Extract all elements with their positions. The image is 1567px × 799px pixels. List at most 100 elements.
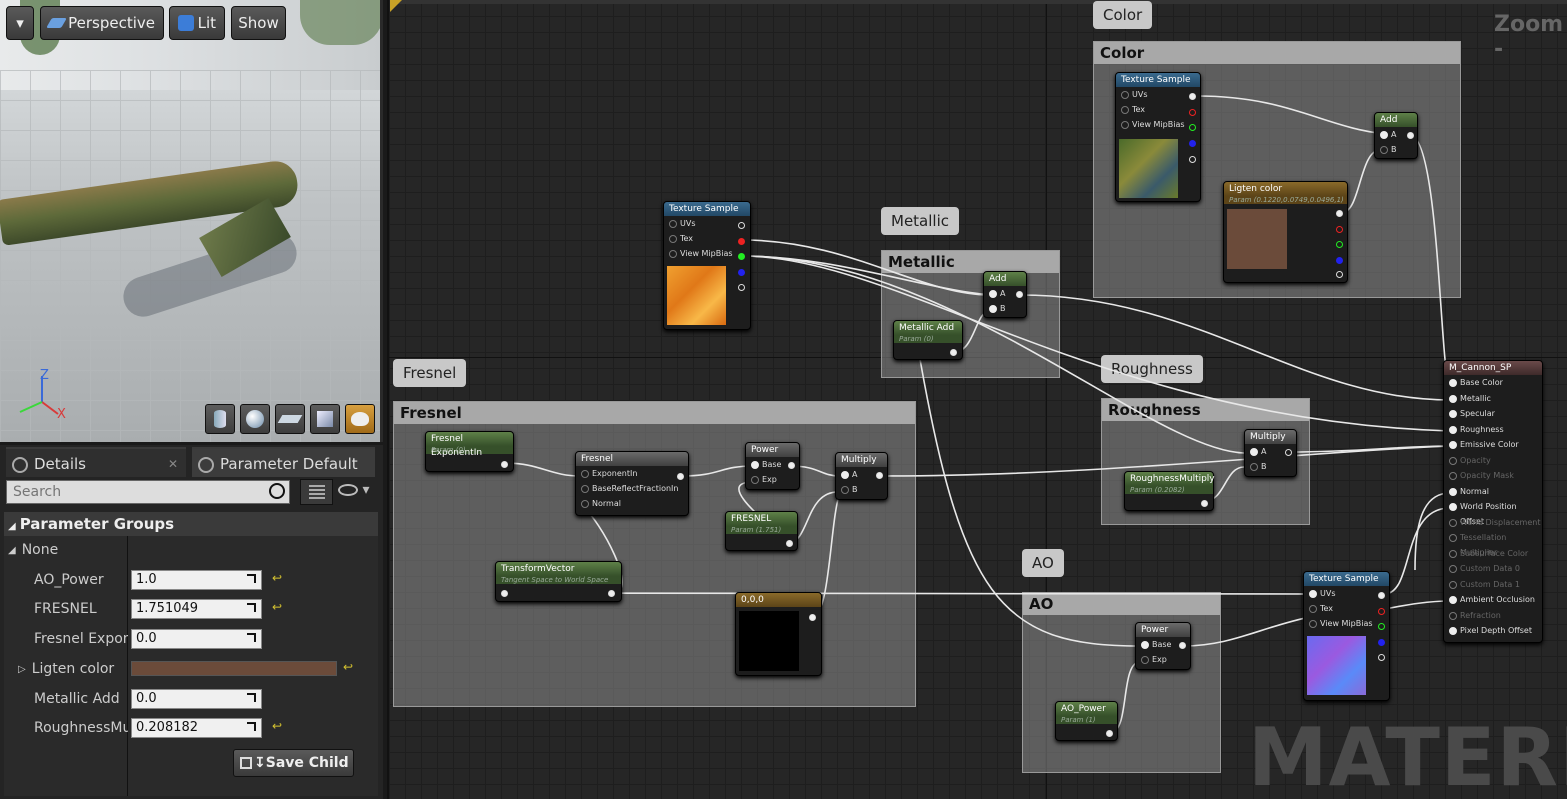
comment-bubble-roughness[interactable]: Roughness	[1101, 355, 1203, 383]
viewport-options-button[interactable]: ▾	[6, 6, 34, 40]
param-value-field[interactable]: 0.0	[131, 689, 262, 709]
reset-to-default-icon[interactable]: ↩	[272, 719, 283, 733]
input-pin[interactable]	[501, 590, 508, 597]
output-pin[interactable]	[950, 349, 957, 356]
expand-corner-icon[interactable]	[247, 633, 256, 642]
preview-cube-button[interactable]	[310, 404, 340, 434]
pin-tex[interactable]: Tex	[1304, 601, 1389, 616]
node-power-ao[interactable]: Power Base Exp	[1135, 622, 1191, 670]
output-pin-g[interactable]	[1189, 124, 1196, 131]
show-button[interactable]: Show	[231, 6, 286, 40]
pin-view-mip-bias[interactable]: View MipBias	[1116, 117, 1200, 132]
output-pin-rgb[interactable]	[1378, 592, 1385, 599]
output-pin-a[interactable]	[1189, 156, 1196, 163]
reset-to-default-icon[interactable]: ↩	[343, 660, 354, 674]
material-pin[interactable]: Emissive Color	[1444, 437, 1542, 453]
pin-view-mip-bias[interactable]: View MipBias	[1304, 616, 1389, 631]
search-field[interactable]	[13, 481, 263, 503]
pin-exponent-in[interactable]: ExponentIn	[576, 466, 688, 481]
output-pin-g[interactable]	[1378, 623, 1385, 630]
pin-tex[interactable]: Tex	[1116, 102, 1200, 117]
material-pin[interactable]: Pixel Depth Offset	[1444, 623, 1542, 639]
output-pin[interactable]	[1106, 730, 1113, 737]
pin-base-reflect[interactable]: BaseReflectFractionIn	[576, 481, 688, 496]
pin-b[interactable]: B	[1375, 142, 1417, 157]
output-pin[interactable]	[786, 540, 793, 547]
pin-a[interactable]: A	[1245, 444, 1296, 459]
expand-triangle-icon[interactable]: ▷	[18, 663, 26, 675]
output-pin[interactable]	[1016, 291, 1023, 298]
pin-uvs[interactable]: UVs	[664, 216, 750, 231]
param-value-field[interactable]: 0.0	[131, 629, 262, 649]
preview-cylinder-button[interactable]	[205, 404, 235, 434]
close-icon[interactable]: ✕	[167, 457, 178, 471]
node-add-color[interactable]: Add A B	[1374, 112, 1418, 159]
pin-base[interactable]: Base	[1136, 637, 1190, 652]
output-pin[interactable]	[1285, 449, 1292, 456]
output-pin[interactable]	[501, 461, 508, 468]
node-roughness-multiply-param[interactable]: RoughnessMultiply Param (0.2082)	[1124, 471, 1215, 511]
output-pin[interactable]	[1179, 642, 1186, 649]
output-pin-r[interactable]	[1189, 109, 1196, 116]
node-power-fresnel[interactable]: Power Base Exp	[745, 442, 800, 490]
material-pin[interactable]: Opacity	[1444, 453, 1542, 469]
node-constant-vector[interactable]: 0,0,0	[735, 592, 822, 676]
param-value-field[interactable]: 0.208182	[131, 718, 262, 738]
material-pin[interactable]: Refraction	[1444, 608, 1542, 624]
material-pin[interactable]: Opacity Mask	[1444, 468, 1542, 484]
output-pin[interactable]	[876, 472, 883, 479]
material-pin[interactable]: World Position Offset	[1444, 499, 1542, 526]
output-pin-g[interactable]	[1336, 241, 1343, 248]
output-pin-r[interactable]	[738, 238, 745, 245]
node-multiply-roughness[interactable]: Multiply A B	[1244, 429, 1297, 477]
param-value-field[interactable]: 1.751049	[131, 599, 262, 619]
material-pin[interactable]: Ambient Occlusion	[1444, 592, 1542, 608]
reset-to-default-icon[interactable]: ↩	[272, 600, 283, 614]
expand-corner-icon[interactable]	[247, 693, 256, 702]
node-ligten-color[interactable]: Ligten color Param (0.1220,0.0749,0.0496…	[1223, 181, 1348, 283]
viewport[interactable]: ▾ Perspective Lit Show Z X	[0, 0, 383, 442]
view-options-grid-button[interactable]	[300, 479, 333, 505]
preview-plane-button[interactable]	[275, 404, 305, 434]
comment-bubble-color[interactable]: Color	[1093, 1, 1153, 29]
output-pin-rgb[interactable]	[1336, 210, 1343, 217]
node-texture-sample-metallic[interactable]: Texture Sample UVs Tex View MipBias	[663, 201, 751, 330]
node-metallic-add-param[interactable]: Metallic Add Param (0)	[893, 320, 963, 360]
pin-b[interactable]: B	[1245, 459, 1296, 474]
node-transform-vector[interactable]: TransformVector Tangent Space to World S…	[495, 561, 622, 602]
pin-b[interactable]: B	[836, 482, 887, 497]
expand-corner-icon[interactable]	[247, 603, 256, 612]
comment-bubble-metallic[interactable]: Metallic	[881, 207, 959, 235]
output-pin[interactable]	[608, 590, 615, 597]
output-pin[interactable]	[677, 473, 684, 480]
lit-button[interactable]: Lit	[169, 6, 225, 40]
output-pin-r[interactable]	[1336, 226, 1343, 233]
node-multiply-fresnel[interactable]: Multiply A B	[835, 452, 888, 500]
node-texture-sample-color[interactable]: Texture Sample UVs Tex View MipBias	[1115, 72, 1201, 202]
output-pin-b[interactable]	[1336, 257, 1343, 264]
output-pin-a[interactable]	[738, 284, 745, 291]
output-pin-b[interactable]	[738, 269, 745, 276]
node-ao-power-param[interactable]: AO_Power Param (1)	[1055, 701, 1118, 741]
output-pin-g[interactable]	[738, 253, 745, 260]
perspective-button[interactable]: Perspective	[40, 6, 164, 40]
param-value-field[interactable]: 1.0	[131, 570, 262, 590]
reset-to-default-icon[interactable]: ↩	[272, 571, 283, 585]
pin-normal[interactable]: Normal	[576, 496, 688, 511]
output-pin-a[interactable]	[1378, 654, 1385, 661]
output-pin-b[interactable]	[1378, 639, 1385, 646]
output-pin-b[interactable]	[1189, 140, 1196, 147]
node-fresnel-param[interactable]: FRESNEL Param (1.751)	[725, 511, 798, 551]
search-input[interactable]	[6, 480, 290, 504]
material-pin[interactable]: Base Color	[1444, 375, 1542, 391]
pin-uvs[interactable]: UVs	[1304, 586, 1389, 601]
node-fresnel[interactable]: Fresnel ExponentIn BaseReflectFractionIn…	[575, 451, 689, 516]
pin-base[interactable]: Base	[746, 457, 799, 472]
visibility-eye-button[interactable]: ▾	[338, 482, 376, 504]
material-pin[interactable]: Custom Data 0	[1444, 561, 1542, 577]
output-pin[interactable]	[1201, 500, 1208, 507]
pin-tex[interactable]: Tex	[664, 231, 750, 246]
material-pin[interactable]: Custom Data 1	[1444, 577, 1542, 593]
pin-b[interactable]: B	[984, 301, 1026, 316]
